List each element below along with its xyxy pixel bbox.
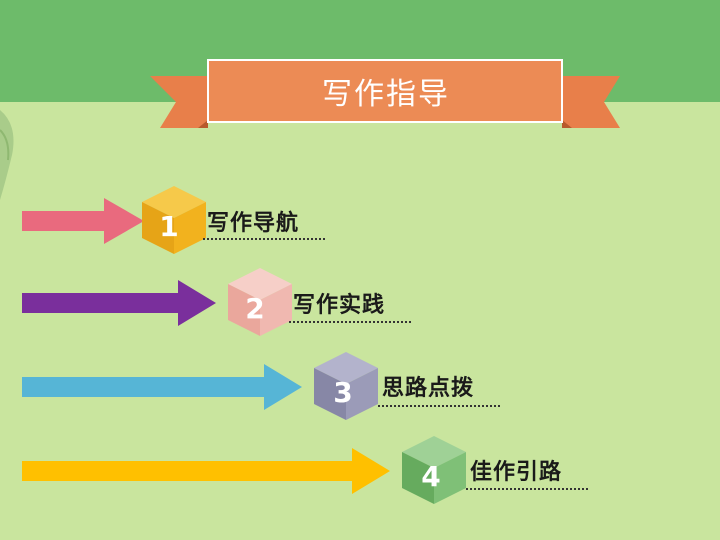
title-ribbon — [150, 59, 620, 128]
cube-4-icon — [402, 436, 466, 504]
item-2-number: 2 — [245, 292, 265, 325]
cube-1-icon — [142, 186, 206, 254]
item-4-label[interactable]: 佳作引路 — [470, 460, 563, 485]
item-3-label[interactable]: 思路点拨 — [382, 376, 475, 401]
item-3-underline — [378, 405, 500, 407]
item-1-label[interactable]: 写作导航 — [207, 211, 300, 236]
cube-3-icon — [314, 352, 378, 420]
item-2-label[interactable]: 写作实践 — [293, 293, 386, 318]
arrow-3-icon — [22, 364, 302, 410]
arrow-4-icon — [22, 448, 390, 494]
item-4-underline — [466, 488, 588, 490]
arrow-1-icon — [22, 198, 144, 244]
item-1-number: 1 — [159, 210, 179, 243]
item-2-underline — [289, 321, 411, 323]
cube-2-icon — [228, 268, 292, 336]
banner-title: 写作指导 — [322, 77, 450, 112]
item-4-number: 4 — [421, 460, 441, 493]
leaf-decoration-icon — [0, 110, 14, 200]
item-1-underline — [203, 238, 325, 240]
arrow-2-icon — [22, 280, 216, 326]
item-3-number: 3 — [333, 376, 353, 409]
